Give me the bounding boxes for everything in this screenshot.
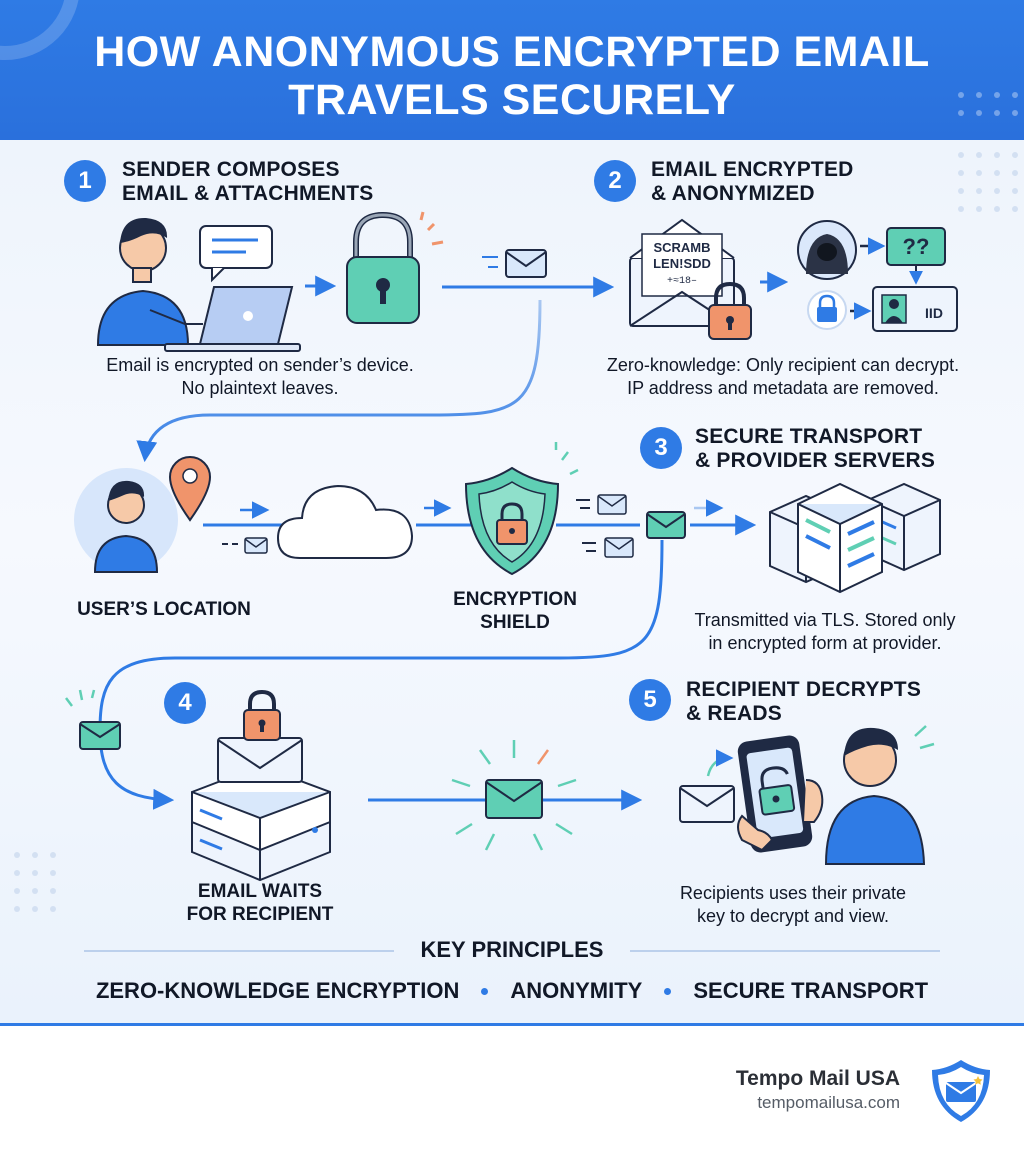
step-1-title: Sender Composes Email & Attachments [122, 158, 374, 206]
svg-text:??: ?? [903, 234, 930, 259]
encryption-shield-label: Encryption Shield [420, 588, 610, 634]
id-card-icon: IID [872, 286, 958, 332]
diagram-panel: SCRAMB LEN!SDD +≈18– ?? [0, 140, 1024, 1026]
cloud-icon [276, 484, 414, 559]
step-4-title-line: For Recipient [186, 904, 334, 925]
step-3-caption-line: in encrypted form at provider. [708, 633, 942, 653]
svg-text:+≈18–: +≈18– [667, 276, 697, 287]
footer-brand: Tempo Mail USA tempomailusa.com [736, 1066, 900, 1114]
divider-line [630, 950, 940, 952]
encryption-shield-label-line: Encryption [453, 589, 577, 610]
principle-item: Zero-Knowledge Encryption [95, 978, 460, 1003]
step-2-title-line: & Anonymized [651, 182, 815, 205]
decorative-dots [958, 92, 1018, 116]
shield-icon [464, 442, 579, 576]
padlock-icon [346, 211, 444, 324]
laptop-icon [164, 286, 301, 352]
step-5-title: Recipient Decrypts & Reads [686, 678, 921, 726]
chat-bubble-icon [199, 225, 273, 283]
envelope-icon [222, 537, 268, 554]
step-1-caption: Email is encrypted on sender’s device. N… [60, 354, 460, 400]
small-lock-icon [807, 290, 847, 330]
step-number-3: 3 [640, 427, 682, 469]
recipient-person-icon [824, 725, 935, 865]
principle-item: Secure Transport [693, 978, 929, 1003]
unknown-identity-icon: ?? [886, 227, 946, 266]
step-1-title-line: Sender Composes [122, 158, 340, 181]
decorative-dots [958, 152, 1018, 212]
step-number-5: 5 [629, 679, 671, 721]
step-5-caption-line: key to decrypt and view. [696, 906, 890, 926]
step-3-title-line: & Provider Servers [695, 449, 936, 472]
smartphone-icon [737, 735, 824, 853]
step-3-title-line: Secure Transport [695, 425, 923, 448]
svg-text:IID: IID [925, 305, 943, 321]
page-title: How Anonymous Encrypted Email Travels Se… [94, 28, 930, 124]
brand-name: Tempo Mail USA [735, 1067, 900, 1090]
step-3-title: Secure Transport & Provider Servers [695, 425, 935, 473]
header-banner: How Anonymous Encrypted Email Travels Se… [0, 0, 1024, 140]
svg-text:SCRAMB: SCRAMB [653, 240, 710, 255]
glowing-envelope-icon [451, 740, 577, 851]
step-3-caption: Transmitted via TLS. Stored only in encr… [650, 609, 1000, 655]
envelope-icon [482, 249, 547, 278]
step-number-1: 1 [64, 160, 106, 202]
anonymous-hacker-icon [797, 220, 857, 280]
flow-illustration: SCRAMB LEN!SDD +≈18– ?? [65, 211, 958, 882]
step-2-caption-line: Zero-knowledge: Only recipient can decry… [606, 355, 960, 375]
divider-line [84, 950, 394, 952]
svg-text:LEN!SDD: LEN!SDD [653, 256, 711, 271]
step-2-title: Email Encrypted & Anonymized [651, 158, 854, 206]
step-5-title-line: & Reads [686, 702, 782, 725]
bullet-separator [664, 987, 672, 995]
envelope-icon [65, 689, 121, 750]
scrambled-envelope-icon: SCRAMB LEN!SDD +≈18– [629, 218, 752, 340]
location-pin-icon [168, 456, 212, 522]
user-location-label: User’s Location [77, 599, 251, 620]
principle-item: Anonymity [510, 978, 643, 1003]
step-3-caption-line: Transmitted via TLS. Stored only [694, 610, 956, 630]
flow-curve [98, 539, 664, 810]
user-avatar-icon [74, 468, 178, 573]
encryption-shield-label-line: Shield [480, 612, 550, 633]
key-principles-list: Zero-Knowledge Encryption Anonymity Secu… [0, 978, 1024, 1004]
step-2-caption-line: IP address and metadata are removed. [627, 378, 939, 398]
bullet-separator [481, 987, 489, 995]
step-number-4: 4 [164, 682, 206, 724]
step-1-title-line: Email & Attachments [122, 182, 374, 205]
step-2-title-line: Email Encrypted [651, 158, 854, 181]
step-4-title-line: Email Waits [197, 881, 323, 902]
envelope-icon [646, 511, 686, 539]
envelope-icon [576, 494, 627, 515]
shield-mail-logo-icon [932, 1060, 990, 1122]
decorative-dots [14, 852, 56, 912]
envelope-icon [582, 537, 634, 558]
brand-url[interactable]: tempomailusa.com [757, 1093, 900, 1112]
key-principles-title: Key Principles [420, 937, 604, 962]
step-5-title-line: Recipient Decrypts [686, 678, 922, 701]
step-2-caption: Zero-knowledge: Only recipient can decry… [560, 354, 1006, 400]
step-1-caption-line: No plaintext leaves. [181, 378, 339, 398]
step-5-caption: Recipients uses their private key to dec… [648, 882, 938, 928]
flow-curve [136, 299, 542, 463]
step-1-caption-line: Email is encrypted on sender’s device. [106, 355, 414, 375]
server-stack-icon [769, 482, 941, 594]
step-5-caption-line: Recipients uses their private [679, 883, 907, 903]
step-4-title: Email Waits For Recipient [150, 880, 370, 926]
step-number-2: 2 [594, 160, 636, 202]
waiting-server-icon [191, 689, 331, 882]
sender-person-icon [96, 217, 203, 346]
envelope-icon [679, 749, 735, 823]
